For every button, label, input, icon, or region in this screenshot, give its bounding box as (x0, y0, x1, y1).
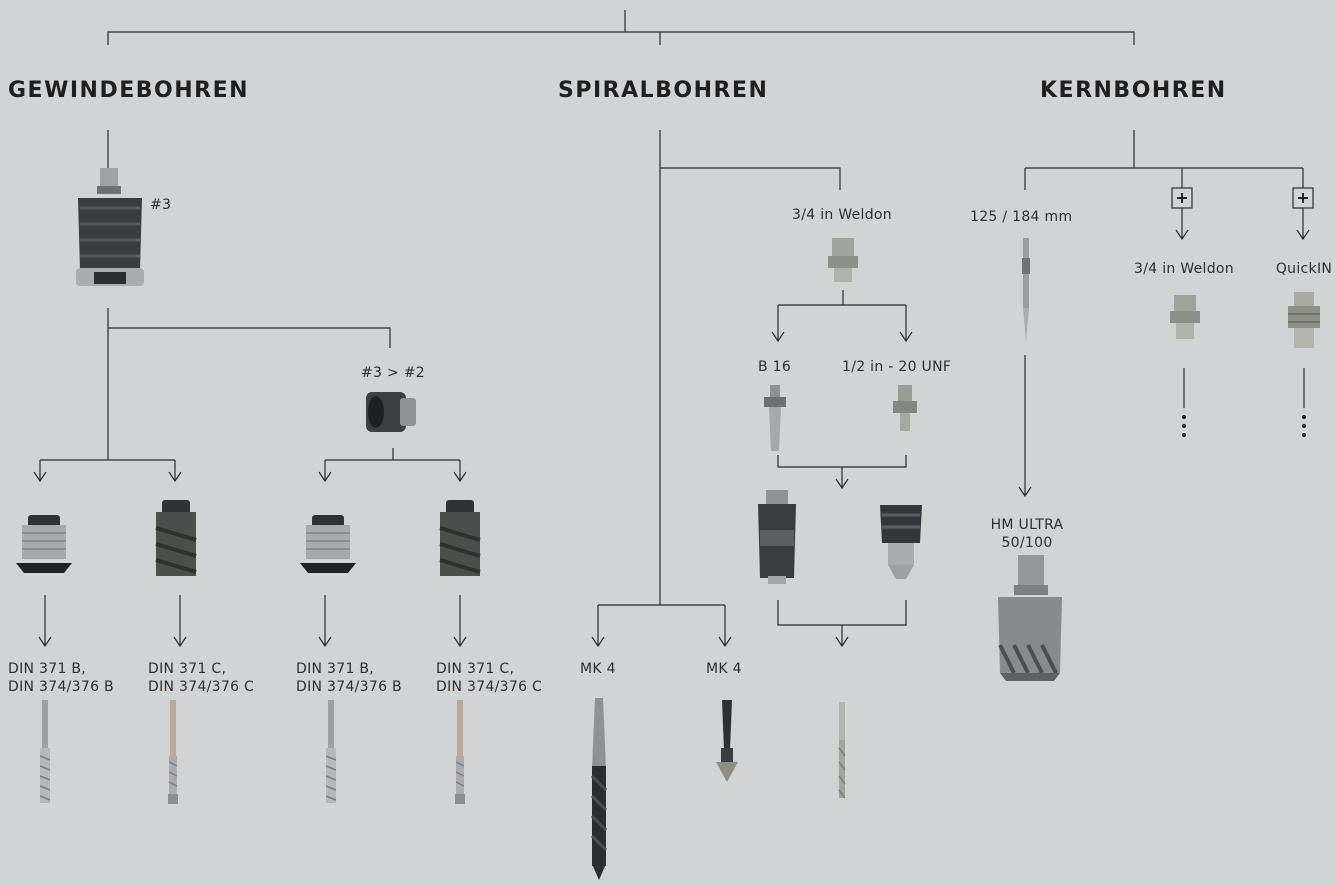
b16-arbor-image (764, 385, 786, 451)
twist-drill-image (838, 702, 846, 799)
mk4-countersink-image (716, 700, 738, 782)
category-heading-kernbohren: KERNBOHREN (1040, 78, 1227, 103)
more-dots-icon (1182, 415, 1186, 437)
unf-arbor-image (893, 385, 917, 431)
tap-b-image (325, 700, 337, 803)
plus-icon (1177, 193, 1187, 203)
size-label: #3 (150, 197, 172, 213)
more-dots-icon (1302, 415, 1306, 437)
adapter-image (366, 392, 416, 432)
plus-icon (1298, 193, 1308, 203)
mk4-label-1: MK 4 (580, 661, 616, 677)
tap-adapter-c-image (439, 500, 481, 576)
b16-label: B 16 (758, 359, 792, 375)
adapter-size-label: #3 > #2 (360, 365, 426, 381)
din-b-label-1: DIN 371 B,DIN 374/376 B (8, 661, 114, 695)
weldon-label: 3/4 in Weldon (792, 207, 892, 223)
weldon-adapter-kern-image (1170, 295, 1200, 339)
tapping-chuck-image (76, 168, 144, 286)
keyless-chuck-image (758, 490, 796, 584)
din-b-label-2: DIN 371 B,DIN 374/376 B (296, 661, 402, 695)
tap-adapter-b-image (300, 515, 356, 573)
tap-adapter-c-image (155, 500, 197, 576)
key-chuck-image (880, 505, 922, 579)
core-cutter-image (998, 555, 1062, 681)
unf-label: 1/2 in - 20 UNF (842, 359, 952, 375)
category-heading-spiralbohren: SPIRALBOHREN (558, 78, 769, 103)
tap-c-image (168, 700, 178, 804)
weldon-label-kern: 3/4 in Weldon (1134, 261, 1234, 277)
quickin-label: QuickIN (1275, 261, 1333, 277)
din-c-label-2: DIN 371 C,DIN 374/376 C (436, 661, 543, 695)
tap-c-image (455, 700, 465, 804)
weldon-adapter-image (828, 238, 858, 282)
pilot-pin-image (1022, 238, 1030, 342)
din-c-label-1: DIN 371 C,DIN 374/376 C (148, 661, 255, 695)
quickin-adapter-image (1288, 292, 1320, 348)
tap-adapter-b-image (16, 515, 72, 573)
mk4-twist-drill-image (590, 698, 608, 880)
mk4-label-2: MK 4 (706, 661, 742, 677)
category-heading-gewindebohren: GEWINDEBOHREN (8, 78, 250, 103)
length-label: 125 / 184 mm (970, 209, 1073, 225)
tap-b-image (39, 700, 51, 803)
